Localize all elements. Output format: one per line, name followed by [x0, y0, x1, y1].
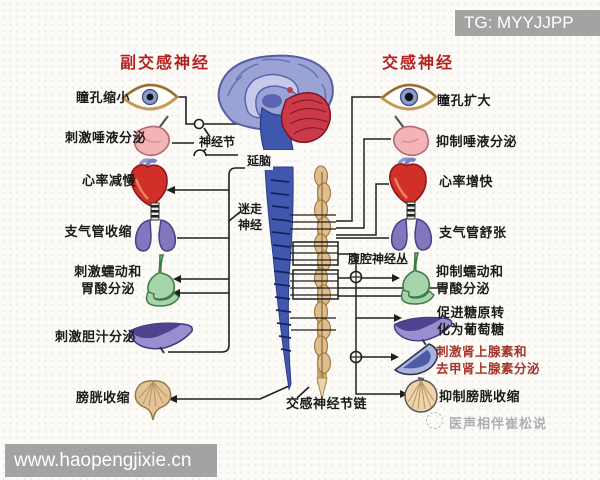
- label-pupil-dilation: 瞳孔扩大: [437, 93, 492, 108]
- sympathetic-chain: [313, 165, 332, 400]
- label-line-2: 胃酸分泌: [80, 281, 135, 296]
- eye-right-icon: [379, 83, 439, 111]
- label-line-1: 促进糖原转: [437, 305, 505, 320]
- sympathetic-header: 交感神经: [382, 55, 455, 72]
- ganglion-circle-eye-path: [193, 118, 205, 130]
- label-vagus-nerve: 迷走 神经: [238, 201, 262, 233]
- bladder-left-icon: [134, 380, 172, 421]
- liver-left-icon: [129, 322, 194, 354]
- salivary-gland-right-icon: [392, 115, 430, 157]
- thalamus: [262, 94, 282, 108]
- channel-logo-icon: [426, 412, 443, 429]
- label-medulla: 延脑: [245, 153, 274, 170]
- salivary-gland-left-icon: [133, 115, 171, 157]
- label-stimulate-bile: 刺激胆汁分泌: [54, 329, 136, 344]
- cerebellum: [280, 92, 332, 144]
- website-watermark: www.haopengjixie.cn: [5, 444, 217, 477]
- line-arrowheads: [166, 186, 408, 403]
- lungs-right-icon: [390, 201, 433, 251]
- brain-illustration: [217, 54, 334, 167]
- label-inhibit-saliva: 抑制唾液分泌: [436, 134, 518, 149]
- channel-watermark: 医声相伴崔松说: [449, 416, 548, 431]
- label-line-2: 神经: [238, 218, 263, 232]
- label-line-1: 刺激肾上腺素和: [436, 345, 528, 359]
- label-line-1: 迷走: [238, 202, 263, 216]
- label-line-1: 刺激蠕动和: [74, 264, 142, 279]
- spinal-rootlets: [270, 179, 292, 352]
- liver-right-icon: [393, 316, 453, 346]
- label-sympathetic-chain: 交感神经节链: [286, 396, 368, 411]
- spinal-roots-crossing-chain: [290, 214, 338, 331]
- label-line-2: 去甲肾上腺素分泌: [436, 362, 541, 376]
- cerebellum-folds: [289, 99, 329, 135]
- chain-tail: [316, 377, 328, 400]
- eye-left-icon: [120, 83, 180, 111]
- stomach-left-icon: [145, 254, 180, 307]
- brain-red-nucleus: [287, 87, 293, 93]
- celiac-plexus-node: [349, 270, 363, 284]
- heart-left-icon: [130, 158, 168, 207]
- label-adrenaline-secretion: 刺激肾上腺素和 去甲肾上腺素分泌: [436, 344, 540, 378]
- label-ganglion: 神经节: [199, 135, 236, 149]
- parasympathetic-header: 副交感神经: [120, 55, 211, 72]
- label-bronchial-dilation: 支气管舒张: [439, 225, 507, 240]
- label-stimulate-saliva: 刺激唾液分泌: [64, 130, 146, 145]
- label-stimulate-peristalsis: 刺激蠕动和 胃酸分泌: [70, 263, 146, 297]
- label-bladder-contraction: 膀胱收缩: [75, 390, 130, 405]
- label-glycogen-to-glucose: 促进糖原转 化为葡萄糖: [437, 304, 505, 338]
- label-bronchial-constriction: 支气管收缩: [64, 224, 132, 239]
- heart-right-icon: [389, 157, 427, 206]
- lower-plexus-node: [349, 350, 363, 364]
- label-line-2: 胃酸分泌: [436, 281, 491, 296]
- bladder-right-icon: [404, 377, 438, 413]
- label-inhibit-peristalsis: 抑制蠕动和 胃酸分泌: [436, 263, 504, 297]
- adrenal-gland-right-icon: [393, 343, 439, 376]
- label-line-2: 化为葡萄糖: [437, 322, 505, 337]
- label-slow-heart-rate: 心率减慢: [81, 173, 136, 188]
- telegram-watermark: TG: MYYJJPP: [455, 10, 600, 36]
- ganglion-symbols: [193, 118, 363, 364]
- lungs-left-icon: [134, 202, 177, 252]
- spinal-cord: [264, 166, 294, 391]
- label-pupil-constriction: 瞳孔缩小: [75, 90, 130, 105]
- label-line-1: 抑制蠕动和: [436, 264, 504, 279]
- ganglion-arc-salivary-path: [193, 149, 207, 157]
- sympathetic-connectors: [290, 96, 448, 395]
- label-increase-heart-rate: 心率增快: [439, 174, 494, 189]
- label-inhibit-bladder: 抑制膀胱收缩: [439, 389, 521, 404]
- label-celiac-plexus: 腹腔神经丛: [348, 252, 409, 266]
- stomach-right-icon: [400, 252, 435, 305]
